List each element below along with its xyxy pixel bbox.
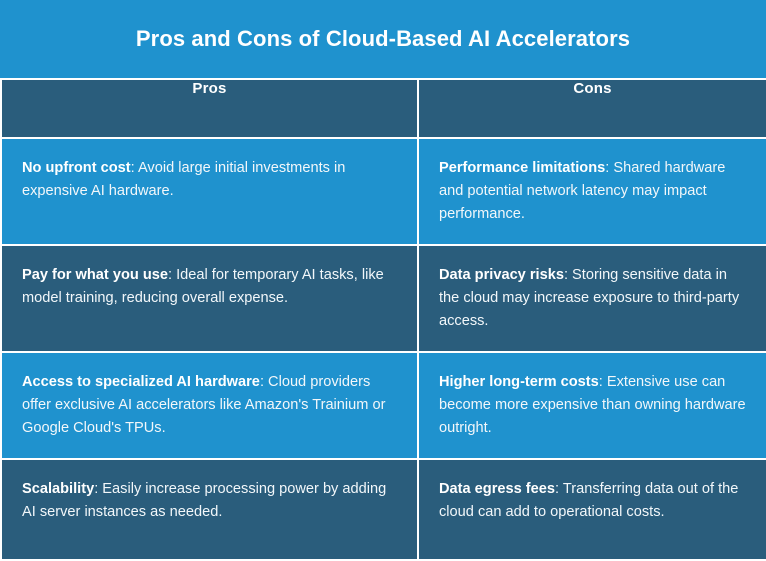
cons-lead-text: Data egress fees bbox=[439, 481, 556, 498]
table-row: Scalability: Easily increase processing … bbox=[0, 458, 766, 561]
cons-lead-text: Data privacy risks bbox=[439, 267, 564, 284]
pros-lead-text: Pay for what you use bbox=[22, 267, 168, 284]
table-body: No upfront cost: Avoid large initial inv… bbox=[0, 136, 766, 561]
cons-lead-text: Performance limitations bbox=[439, 160, 606, 176]
table-header: Pros Cons bbox=[0, 78, 766, 139]
table-row: Pay for what you use: Ideal for temporar… bbox=[0, 244, 766, 354]
column-header-cons: Cons bbox=[417, 78, 766, 139]
cons-lead-text: Higher long-term costs bbox=[439, 374, 599, 391]
pros-lead-text: Access to specialized AI hardware bbox=[22, 374, 260, 391]
pros-cell: Pay for what you use: Ideal for temporar… bbox=[0, 244, 419, 354]
pros-cell: Access to specialized AI hardware: Cloud… bbox=[0, 351, 419, 461]
pros-desc-text: : Avoid large initial investments in exp… bbox=[22, 160, 346, 200]
page-title: Pros and Cons of Cloud-Based AI Accelera… bbox=[135, 25, 631, 51]
table-row: Access to specialized AI hardware: Cloud… bbox=[0, 351, 766, 461]
pros-desc-text: : Ideal for temporary AI tasks, like mod… bbox=[22, 267, 384, 307]
cons-desc-text: : Shared hardware and potential network … bbox=[439, 160, 726, 223]
pros-desc-text: : Easily increase processing power by ad… bbox=[22, 481, 387, 521]
cons-cell: Data privacy risks: Storing sensitive da… bbox=[417, 244, 766, 354]
table-row: No upfront cost: Avoid large initial inv… bbox=[0, 136, 766, 247]
pros-desc-text: : Cloud providers offer exclusive AI acc… bbox=[22, 374, 386, 437]
header-row: Pros Cons bbox=[0, 78, 766, 139]
cons-desc-text: : Extensive use can become more expensiv… bbox=[439, 374, 746, 437]
cons-cell: Performance limitations: Shared hardware… bbox=[417, 136, 766, 247]
pros-lead-text: Scalability bbox=[22, 481, 95, 498]
pros-cons-table: Pros Cons No upfront cost: Avoid large i… bbox=[0, 78, 766, 561]
title-banner: Pros and Cons of Cloud-Based AI Accelera… bbox=[0, 0, 766, 78]
pros-cell: Scalability: Easily increase processing … bbox=[0, 458, 419, 561]
pros-cell: No upfront cost: Avoid large initial inv… bbox=[0, 136, 419, 247]
pros-lead-text: No upfront cost bbox=[22, 160, 131, 176]
cons-cell: Data egress fees: Transferring data out … bbox=[417, 458, 766, 561]
cons-desc-text: : Transferring data out of the cloud can… bbox=[439, 481, 739, 521]
column-header-pros: Pros bbox=[0, 78, 419, 139]
cons-cell: Higher long-term costs: Extensive use ca… bbox=[417, 351, 766, 461]
cons-desc-text: : Storing sensitive data in the cloud ma… bbox=[439, 267, 740, 330]
